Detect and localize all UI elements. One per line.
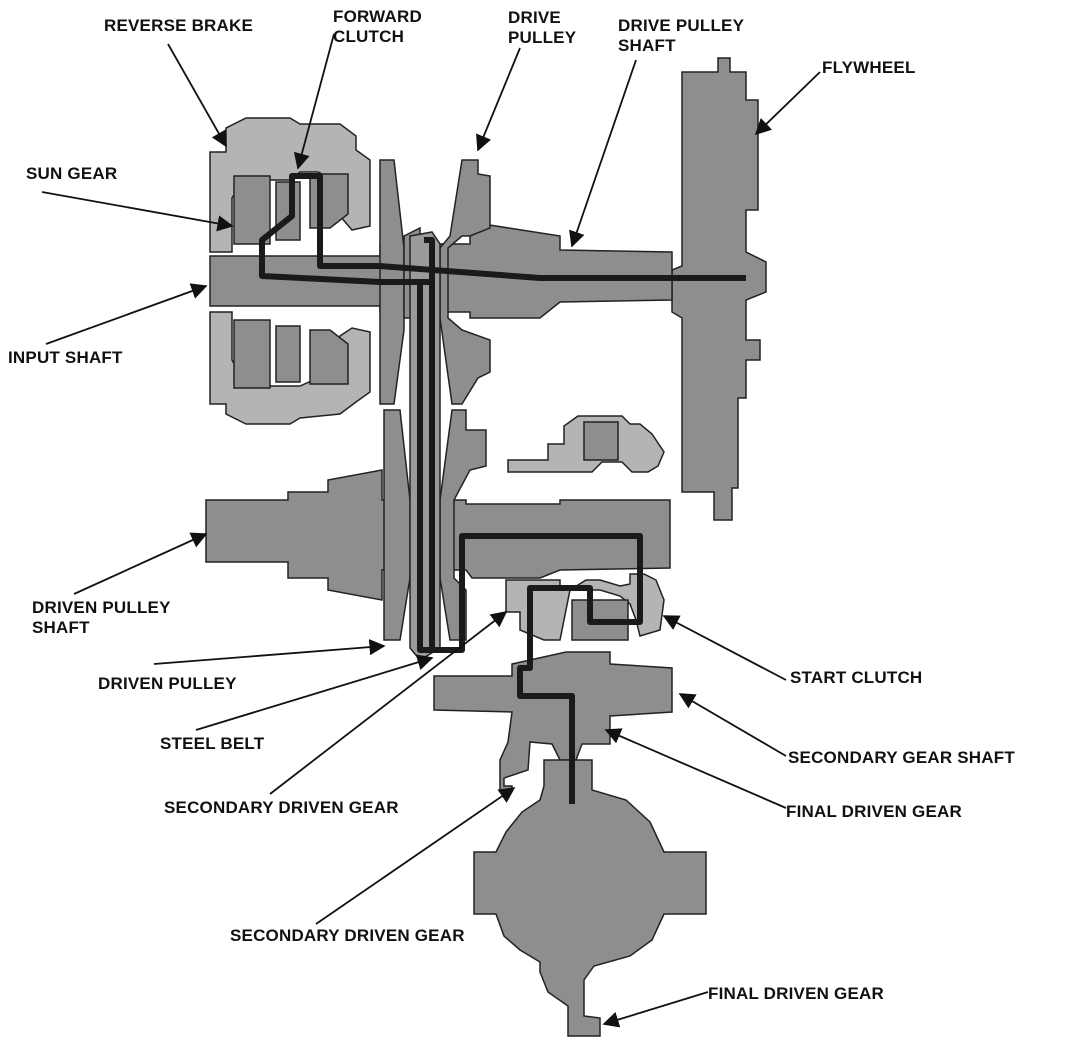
steel-belt-part [409,231,441,661]
start-clutch-upper-plates [583,421,619,461]
label-driven-pulley: DRIVEN PULLEY [98,674,237,693]
label-final-driven-gear-lower: FINAL DRIVEN GEAR [708,984,884,1003]
label-flywheel: FLYWHEEL [822,58,916,77]
label-secondary-gear-shaft: SECONDARY GEAR SHAFT [788,748,1015,767]
arrow-secondary-driven-gear-upper [269,611,508,795]
forward-clutch-plates-lower [233,319,349,389]
label-drive-pulley-shaft: DRIVE PULLEY SHAFT [618,16,745,55]
arrow-final-driven-gear-upper [604,728,787,809]
label-drive-pulley: DRIVE PULLEY [508,8,577,47]
label-sun-gear: SUN GEAR [26,164,118,183]
label-start-clutch: START CLUTCH [790,668,923,687]
label-forward-clutch: FORWARD CLUTCH [333,7,422,46]
arrow-drive-pulley [476,47,521,152]
arrow-final-driven-gear-lower [602,991,709,1028]
label-final-driven-gear-upper: FINAL DRIVEN GEAR [786,802,962,821]
power-flow-driven [432,533,643,804]
arrow-reverse-brake [167,43,227,148]
label-input-shaft: INPUT SHAFT [8,348,123,367]
label-steel-belt: STEEL BELT [160,734,265,753]
power-flow-path [259,173,746,804]
label-secondary-driven-gear-upper: SECONDARY DRIVEN GEAR [164,798,399,817]
arrow-driven-pulley [153,639,386,665]
power-flow-belt [417,240,435,653]
label-secondary-driven-gear-lower: SECONDARY DRIVEN GEAR [230,926,465,945]
arrow-flywheel [754,71,821,136]
arrow-drive-pulley-shaft [569,59,637,248]
arrow-secondary-gear-shaft [678,693,787,757]
secondary-gear-shaft-part [433,651,673,791]
arrow-input-shaft [45,283,208,345]
flywheel-part [671,57,767,521]
arrow-sun-gear [41,191,234,232]
arrow-forward-clutch [293,33,335,170]
label-driven-pulley-shaft: DRIVEN PULLEY SHAFT [32,598,171,637]
leader-arrows [41,33,821,1028]
arrow-start-clutch [662,615,787,681]
arrow-driven-pulley-shaft [73,532,208,595]
differential-part [473,759,707,1037]
arrow-steel-belt [195,654,434,731]
label-reverse-brake: REVERSE BRAKE [104,16,254,35]
arrow-secondary-driven-gear-lower [315,787,516,925]
